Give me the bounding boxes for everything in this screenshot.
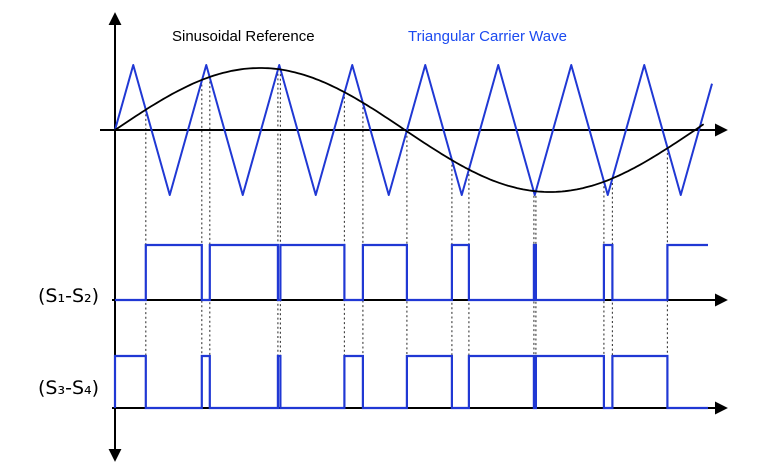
pulse-train-s34 [113, 354, 708, 410]
sinusoidal-reference-wave [114, 67, 704, 193]
triangular-carrier-wave [114, 64, 713, 196]
pulse-train-s12 [115, 243, 708, 302]
carrier-wave-label: Triangular Carrier Wave [408, 28, 567, 45]
s12-row-label: (S₁-S₂) [38, 285, 100, 307]
sine-reference-label: Sinusoidal Reference [172, 28, 315, 45]
s34-row-label: (S₃-S₄) [38, 377, 100, 399]
